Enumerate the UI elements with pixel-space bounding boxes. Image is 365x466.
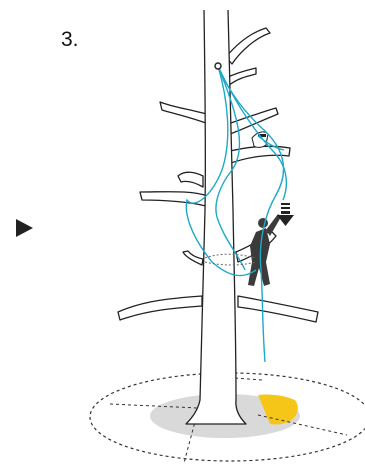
branch	[228, 108, 278, 134]
branch	[226, 28, 270, 64]
anchor-ring-icon	[215, 63, 221, 69]
climber-head	[258, 218, 268, 228]
trunk	[186, 10, 246, 424]
branch	[183, 251, 203, 265]
lower-branch-left	[118, 296, 202, 320]
branch	[226, 68, 256, 86]
climber-body	[248, 228, 270, 286]
branch	[140, 192, 208, 206]
down-arrow-icon	[277, 203, 294, 226]
branch	[178, 172, 203, 187]
lower-branch-right	[238, 296, 318, 322]
